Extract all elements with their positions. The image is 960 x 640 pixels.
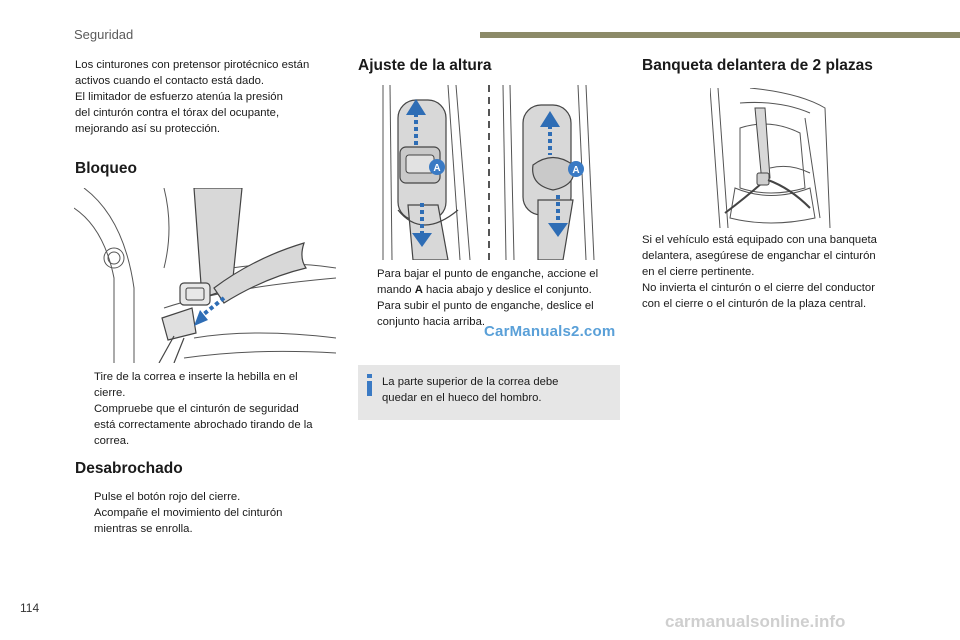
intro-line: Los cinturones con pretensor pirotécnico…	[75, 59, 310, 71]
buckle-illustration	[74, 188, 336, 363]
heading-ajuste: Ajuste de la altura	[358, 57, 492, 74]
heading-bloqueo: Bloqueo	[75, 160, 137, 177]
banqueta-paragraph: Si el vehículo está equipado con una ban…	[642, 234, 877, 310]
heading-desabrochado: Desabrochado	[75, 460, 183, 477]
intro-line: mejorando así su protección.	[75, 123, 221, 135]
info-text: La parte superior de la correa debe qued…	[382, 376, 559, 404]
header-bar	[480, 32, 960, 38]
bench-seat-illustration	[710, 88, 831, 228]
watermark-carmanuals: CarManuals2.com	[484, 323, 616, 340]
list-item: Tire de la correa e inserte la hebilla e…	[94, 371, 298, 399]
section-title: Seguridad	[74, 27, 134, 42]
list-item: Pulse el botón rojo del cierre.	[94, 491, 241, 503]
height-adjust-illustration: A A	[382, 85, 595, 260]
bloqueo-list: Tire de la correa e inserte la hebilla e…	[75, 369, 345, 449]
figure-label-a: A	[572, 165, 579, 176]
desabrochado-list: Pulse el botón rojo del cierre. Acompañe…	[75, 489, 345, 537]
watermark-carmanualsonline: carmanualsonline.info	[665, 612, 846, 631]
intro-line: del cinturón contra el tórax del ocupant…	[75, 107, 280, 119]
figure-label-a: A	[433, 163, 440, 174]
info-icon	[367, 374, 372, 396]
intro-line: El limitador de esfuerzo atenúa la presi…	[75, 91, 283, 103]
list-item: Acompañe el movimiento del cinturón mien…	[94, 507, 283, 535]
list-item: Compruebe que el cinturón de seguridad e…	[94, 403, 313, 447]
list-item: Para subir el punto de enganche, deslice…	[377, 300, 594, 328]
heading-banqueta: Banqueta delantera de 2 plazas	[642, 57, 873, 74]
intro-line: activos cuando el contacto está dado.	[75, 75, 265, 87]
ajuste-list: Para bajar el punto de enganche, accione…	[358, 266, 623, 330]
page-number: 114	[20, 601, 40, 615]
intro-paragraph: Los cinturones con pretensor pirotécnico…	[75, 57, 345, 137]
info-box: La parte superior de la correa debe qued…	[358, 365, 620, 420]
list-item: Para bajar el punto de enganche, accione…	[377, 268, 599, 296]
